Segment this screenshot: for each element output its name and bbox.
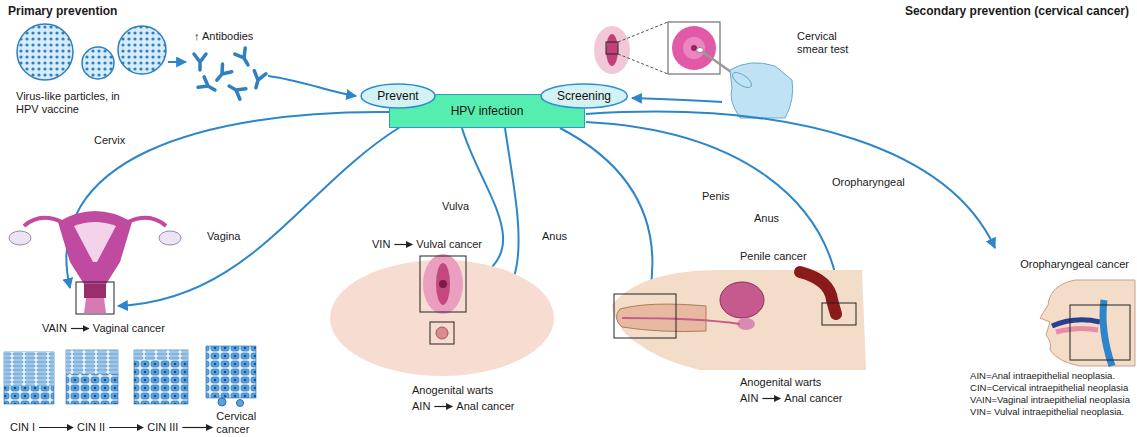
site-label: Anus	[752, 212, 781, 225]
cancer-label: Cervical cancer	[214, 410, 270, 436]
flow-arrow	[632, 98, 722, 102]
site-label: Oropharyngeal	[830, 176, 907, 189]
site-label: Vulva	[440, 200, 471, 213]
stage-label: CIN III	[145, 421, 180, 434]
node-label: Prevent	[377, 89, 418, 103]
flow-arrow	[268, 76, 356, 96]
progression-arrow	[39, 427, 73, 428]
node-label: HPV infection	[451, 104, 524, 118]
progression-arrows	[39, 245, 780, 428]
progression-arrow	[182, 427, 212, 428]
footnote: CIN=Cervical intraepithelial neoplasia	[968, 382, 1130, 394]
stage-label: CIN II	[75, 421, 107, 434]
male-pelvis-illustration	[612, 270, 866, 370]
flow-arrow	[168, 61, 186, 63]
cancer-label: Oropharyngeal cancer	[1018, 258, 1131, 271]
progression-arrow	[434, 406, 452, 407]
node-label: Screening	[557, 89, 611, 103]
progression-arrow	[394, 244, 412, 245]
vaccine-label: Virus-like particles, in HPV vaccine	[14, 90, 130, 116]
stage-label: CIN I	[8, 421, 37, 434]
prevent-ellipse: Prevent	[360, 83, 436, 109]
cancer-label: Anal cancer	[782, 392, 844, 405]
vulva-illustration	[330, 254, 554, 376]
progression-arrow	[109, 427, 143, 428]
cancer-label: Vaginal cancer	[91, 322, 167, 335]
smear-illustration	[594, 22, 793, 118]
footnote: AIN=Anal intraepithelial neoplasia.	[968, 370, 1117, 382]
cin-progression	[4, 346, 256, 407]
progression-arrow	[71, 328, 89, 329]
site-label: Penis	[700, 190, 732, 203]
head-illustration	[1040, 280, 1135, 366]
section-heading: Secondary prevention (cervical cancer)	[903, 5, 1131, 17]
footnote: VIN= Vulval intraepithelial neoplasia.	[968, 406, 1126, 418]
condition-label: Anogenital warts	[738, 376, 823, 389]
lesion-label: AIN	[410, 400, 432, 413]
uterus-illustration	[9, 211, 181, 314]
site-label: Cervix	[92, 134, 127, 147]
site-label: Vagina	[205, 230, 242, 243]
site-label: Anus	[540, 230, 569, 243]
cancer-label: Penile cancer	[738, 250, 809, 263]
procedure-label: Cervical smear test	[795, 30, 861, 56]
condition-label: Anogenital warts	[410, 384, 495, 397]
cancer-label: Anal cancer	[454, 400, 516, 413]
lesion-label: VAIN	[40, 322, 69, 335]
antibody-label: ↑ Antibodies	[192, 30, 255, 43]
footnote: VAIN=Vaginal intraepithelial neoplasia	[968, 394, 1132, 406]
lesion-label: VIN	[370, 238, 392, 251]
progression-arrow	[762, 398, 780, 399]
section-heading: Primary prevention	[6, 5, 119, 17]
virus-particles	[17, 24, 166, 80]
lesion-label: AIN	[738, 392, 760, 405]
screening-ellipse: Screening	[540, 83, 628, 109]
antibodies	[194, 48, 266, 99]
cancer-label: Vulval cancer	[414, 238, 484, 251]
